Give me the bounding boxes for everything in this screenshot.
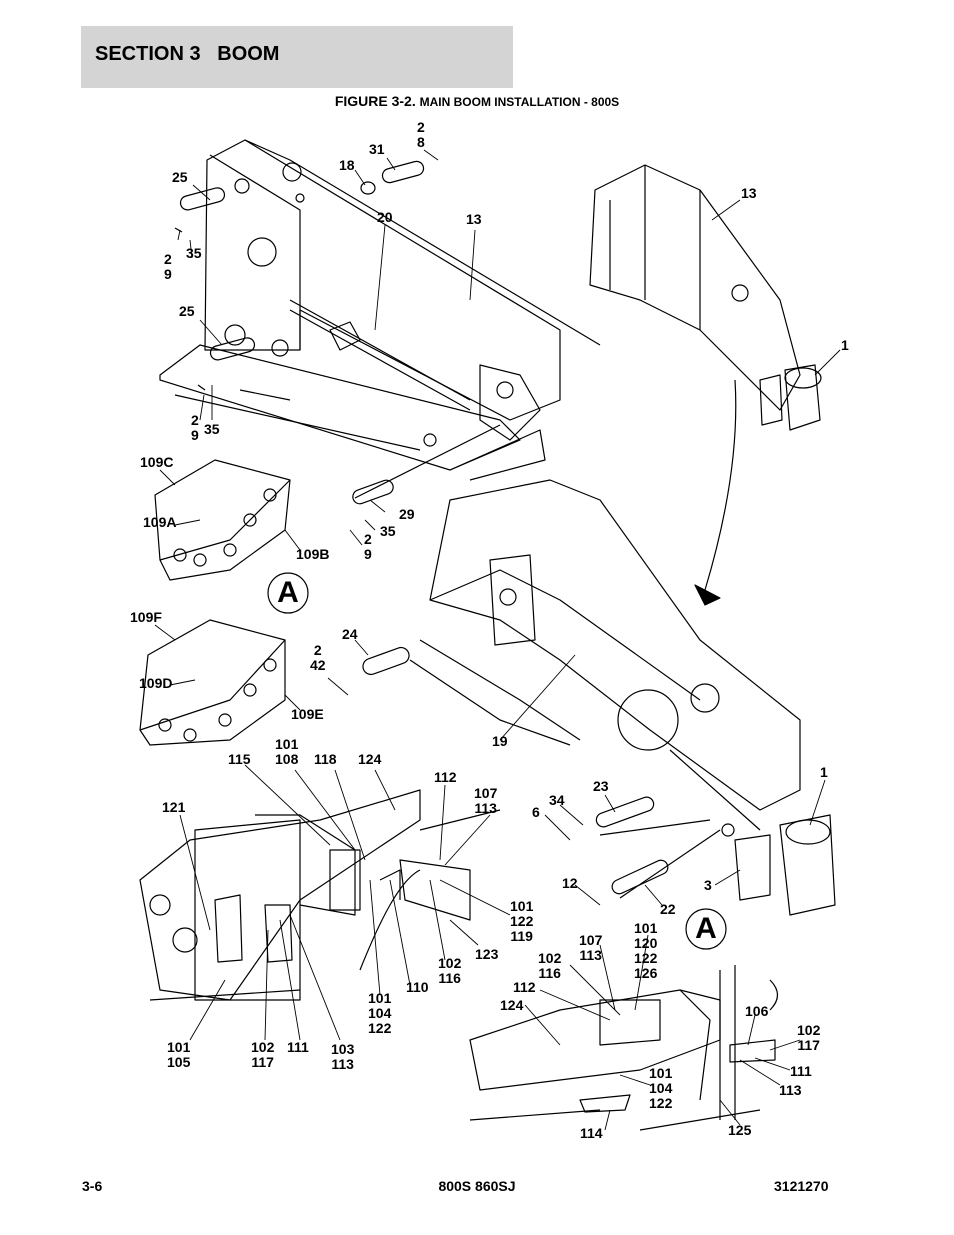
callout-101-105: 101 105 <box>167 1039 191 1070</box>
leader-lines <box>154 149 841 1131</box>
callout-103-113: 103 113 <box>331 1041 355 1072</box>
callout-109f: 109F <box>130 609 162 625</box>
callout-112: 112 <box>513 979 536 995</box>
lower-boom-detail-right <box>469 965 779 1131</box>
callout-115: 115 <box>228 751 251 767</box>
callout-110: 110 <box>406 979 429 995</box>
callout-112: 112 <box>434 769 457 785</box>
callout-107-113: 107 113 <box>579 932 603 963</box>
callout-111: 111 <box>790 1063 812 1079</box>
callout-2-9: 2 9 <box>364 531 372 562</box>
callout-1: 1 <box>841 337 849 353</box>
callout-31: 31 <box>369 141 385 157</box>
footer-page-number: 3-6 <box>82 1178 103 1194</box>
callout-101-120-122-126: 101 120 122 126 <box>634 920 658 981</box>
callout-35: 35 <box>186 245 202 261</box>
section-title: SECTION 3 BOOM <box>95 43 280 65</box>
callout-24: 24 <box>342 626 358 642</box>
callout-125: 125 <box>728 1122 752 1138</box>
callout-102-116: 102 116 <box>438 955 462 986</box>
callout-114: 114 <box>580 1125 603 1141</box>
callout-12: 12 <box>562 875 578 891</box>
callout-107-113: 107 113 <box>474 785 498 816</box>
pins-mid <box>362 646 721 899</box>
callout-101-104-122: 101 104 122 <box>649 1065 673 1111</box>
detail-a-marker: A <box>695 912 717 945</box>
callout-118: 118 <box>314 751 337 767</box>
callout-109b: 109B <box>296 546 330 562</box>
callout-35: 35 <box>204 421 220 437</box>
callout-2-9: 2 9 <box>164 251 172 282</box>
callout-106: 106 <box>745 1003 769 1019</box>
callout-109a: 109A <box>143 514 177 530</box>
main-boom-mid-assembly <box>409 479 836 916</box>
figure-number: FIGURE 3-2. <box>334 93 416 109</box>
callout-2-9: 2 9 <box>191 412 199 443</box>
callout-1: 1 <box>820 764 828 780</box>
figure-subtitle: MAIN BOOM INSTALLATION - 800S <box>419 95 620 109</box>
callout-2-8: 2 8 <box>417 119 425 150</box>
assembly-arrow <box>704 379 737 591</box>
callout-18: 18 <box>339 157 355 173</box>
callout-29: 29 <box>399 506 415 522</box>
callout-13: 13 <box>466 211 482 227</box>
callout-102-117: 102 117 <box>797 1022 821 1053</box>
boom-head-section-top <box>589 164 822 431</box>
footer-part-number: 3121270 <box>774 1178 829 1194</box>
callout-121: 121 <box>162 799 186 815</box>
callout-102-117: 102 117 <box>251 1039 275 1070</box>
callout-23: 23 <box>593 778 609 794</box>
callout-25: 25 <box>179 303 195 319</box>
callout-101-122-119: 101 122 119 <box>510 898 534 944</box>
callout-20: 20 <box>377 209 393 225</box>
callout-2-42: 2 42 <box>310 642 326 673</box>
callout-101-104-122: 101 104 122 <box>368 990 392 1036</box>
callout-25: 25 <box>172 169 188 185</box>
callout-109d: 109D <box>139 675 173 691</box>
footer-model: 800S 860SJ <box>438 1178 516 1194</box>
callout-123: 123 <box>475 946 499 962</box>
detail-a-marker-circle <box>267 572 309 614</box>
callout-6: 6 <box>532 804 540 820</box>
callout-124: 124 <box>500 997 524 1013</box>
main-boom-upper-assembly <box>159 139 601 481</box>
callout-111: 111 <box>287 1039 309 1055</box>
callout-109c: 109C <box>140 454 174 470</box>
callout-109e: 109E <box>291 706 324 722</box>
callout-19: 19 <box>492 733 508 749</box>
section-header: SECTION 3 BOOM <box>81 26 513 88</box>
detail-a-marker: A <box>277 576 299 609</box>
callout-22: 22 <box>660 901 676 917</box>
cable-chain-109def <box>139 619 286 746</box>
callout-102-116: 102 116 <box>538 950 562 981</box>
callout-124: 124 <box>358 751 382 767</box>
pins-upper <box>174 160 501 505</box>
callout-35: 35 <box>380 523 396 539</box>
figure-title: FIGURE 3-2. MAIN BOOM INSTALLATION - 800… <box>0 93 954 109</box>
callout-34: 34 <box>549 792 565 808</box>
callout-101-108: 101 108 <box>275 736 299 767</box>
detail-a-marker-circle-2 <box>685 908 727 950</box>
cable-chain-109abc <box>154 459 291 581</box>
callout-13: 13 <box>741 185 757 201</box>
callout-113: 113 <box>779 1082 802 1098</box>
callout-3: 3 <box>704 877 712 893</box>
